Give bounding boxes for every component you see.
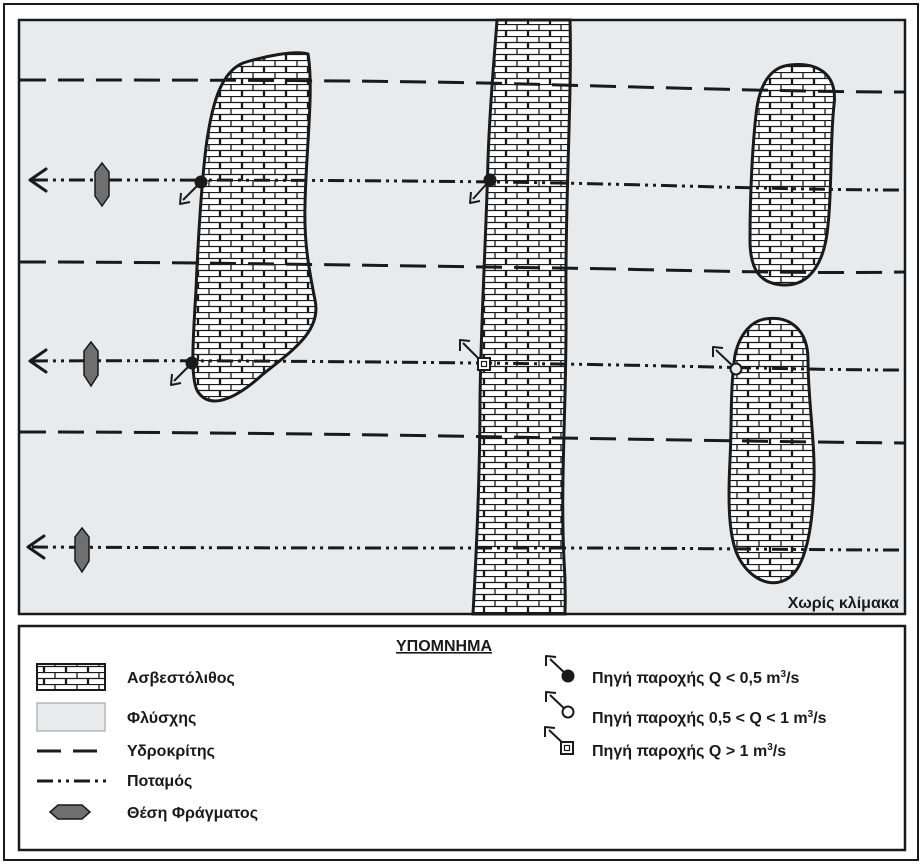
spring-mid-discharge bbox=[712, 346, 743, 376]
river-flow-arrows bbox=[26, 167, 48, 560]
rivers bbox=[31, 178, 905, 552]
legend-spring-low-label: Πηγή παροχής Q < 0,5 m3/s bbox=[592, 669, 800, 687]
dam-icon bbox=[94, 161, 110, 208]
spring-low-discharge bbox=[170, 356, 199, 386]
water-divide-2 bbox=[19, 260, 905, 275]
arrow-left-icon bbox=[26, 534, 46, 560]
legend-divide-label: Υδροκρίτης bbox=[127, 743, 215, 760]
spring-low-discharge bbox=[469, 173, 497, 204]
river-1 bbox=[31, 178, 905, 192]
legend-box bbox=[17, 624, 907, 852]
legend-river-label: Ποταμός bbox=[127, 773, 192, 790]
legend-spring-high-symbol bbox=[544, 726, 574, 755]
legend-spring-low-symbol bbox=[545, 655, 575, 683]
arrow-left-icon bbox=[28, 348, 48, 374]
legend-spring-high-label: Πηγή παροχής Q > 1 m3/s bbox=[592, 742, 786, 760]
water-divides bbox=[19, 78, 905, 445]
legend-spring-mid-label: Πηγή παροχής 0,5 < Q < 1 m3/s bbox=[592, 709, 827, 727]
river-3 bbox=[31, 545, 905, 552]
dams bbox=[74, 161, 110, 574]
spring-high-discharge bbox=[459, 339, 491, 371]
limestone-body-northeast bbox=[748, 63, 836, 287]
water-divide-1 bbox=[19, 78, 905, 94]
water-divide-3 bbox=[19, 430, 905, 445]
legend-limestone-label: Ασβεστόλιθος bbox=[127, 670, 235, 687]
spring-low-discharge bbox=[179, 175, 208, 205]
river-2 bbox=[31, 359, 905, 372]
legend-title: ΥΠΟΜΝΗΜΑ bbox=[396, 638, 492, 655]
legend-limestone-swatch bbox=[36, 663, 106, 691]
dam-icon bbox=[83, 340, 99, 388]
legend-flysch-label: Φλύσχης bbox=[127, 710, 196, 727]
legend-dam-label: Θέση Φράγματος bbox=[127, 805, 258, 822]
legend-flysch-swatch bbox=[36, 702, 106, 732]
arrow-left-icon bbox=[28, 167, 48, 193]
legend-spring-mid-symbol bbox=[545, 691, 575, 719]
legend-dam-symbol bbox=[48, 804, 92, 820]
scale-note: Χωρίς κλίμακα bbox=[788, 595, 899, 612]
springs bbox=[170, 173, 743, 386]
limestone-body-southeast bbox=[727, 316, 816, 585]
dam-icon bbox=[74, 526, 90, 574]
